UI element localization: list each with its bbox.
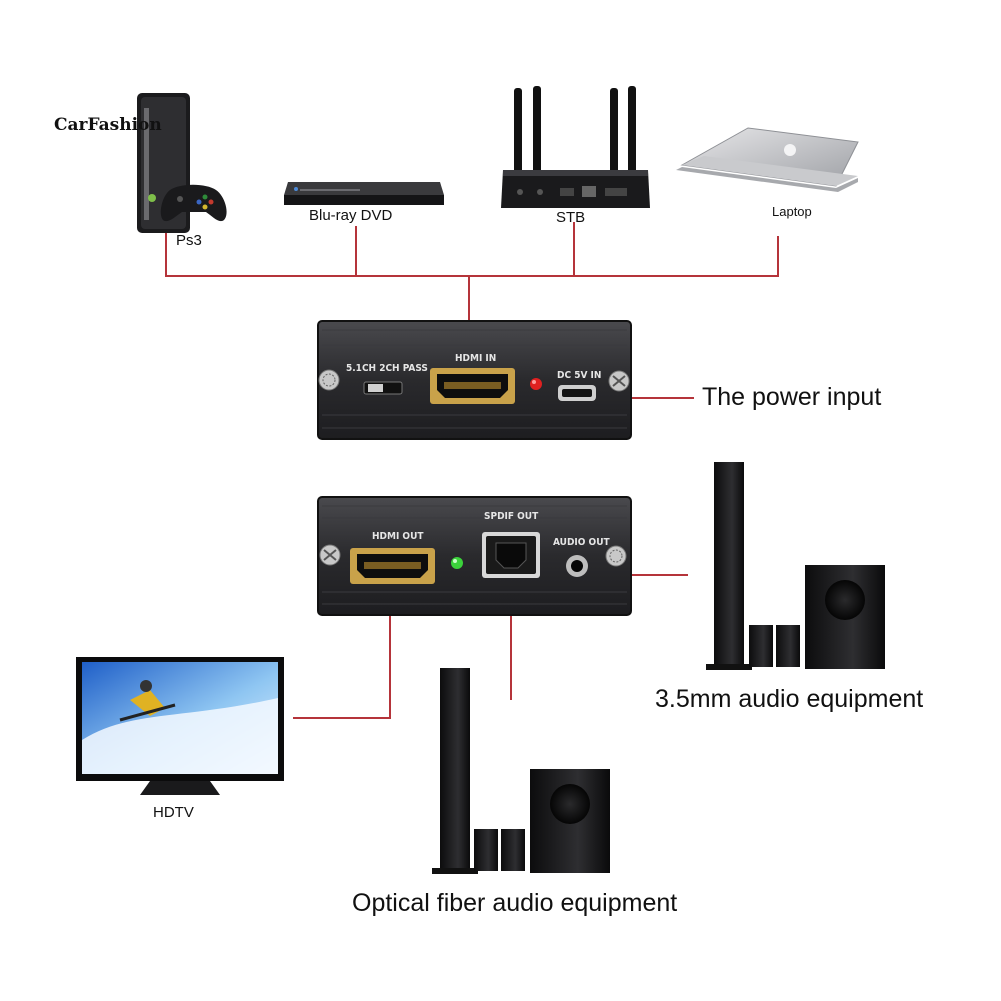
ps3-device (137, 93, 227, 233)
ps3-label: Ps3 (176, 232, 202, 249)
laptop-label: Laptop (772, 204, 812, 219)
bluray-label: Blu-ray DVD (309, 207, 393, 224)
connector-lines (165, 222, 779, 719)
analog-speaker-set (706, 462, 885, 670)
hdtv-label: HDTV (153, 804, 194, 821)
hdmi-in-label: HDMI IN (455, 353, 496, 364)
hdtv-device (76, 657, 284, 795)
optical-speaker-set (432, 668, 610, 874)
switch-label: 5.1CH 2CH PASS (346, 363, 428, 374)
hdmi-out-line (293, 590, 391, 719)
hdmi-out-label: HDMI OUT (372, 531, 424, 542)
output-panel: HDMI OUT SPDIF OUT AUDIO OUT (317, 496, 632, 616)
stb-device (501, 86, 650, 208)
laptop-device (676, 127, 859, 192)
bluray-device (284, 182, 444, 205)
dc-input-label: DC 5V IN (557, 370, 601, 381)
optical-audio-callout: Optical fiber audio equipment (352, 889, 678, 917)
source-bus-line (165, 228, 779, 277)
spdif-out-label: SPDIF OUT (484, 511, 539, 522)
input-panel: 5.1CH 2CH PASS HDMI IN DC 5V IN (317, 320, 632, 440)
analog-audio-callout: 3.5mm audio equipment (655, 685, 924, 713)
watermark-text: CarFashion (54, 115, 162, 135)
audio-out-label: AUDIO OUT (553, 537, 611, 548)
stb-label: STB (556, 209, 586, 226)
power-input-callout: The power input (702, 383, 882, 411)
